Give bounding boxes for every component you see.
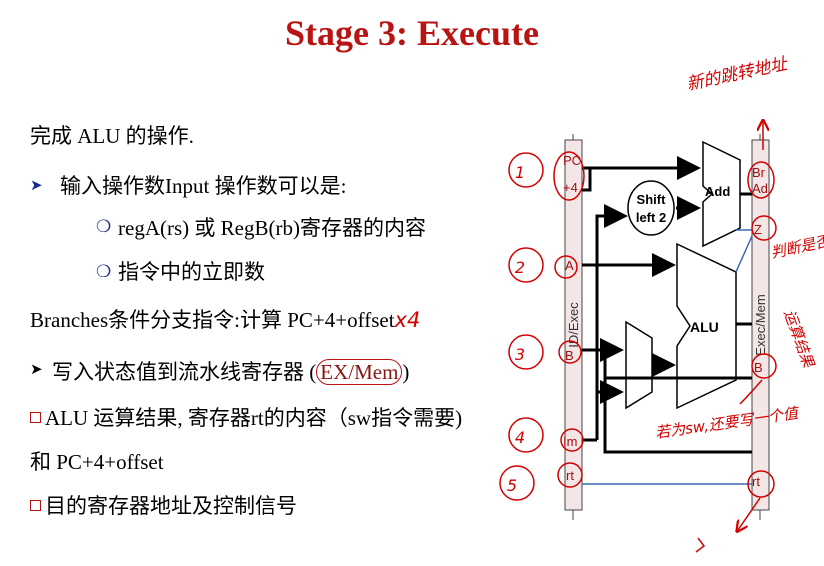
- text-line-1: 完成 ALU 的操作.: [30, 124, 194, 148]
- port-b-out: B: [754, 360, 763, 375]
- alu-result-text: ALU 运算结果, 寄存器rt的内容（sw指令需要): [45, 406, 463, 430]
- anno-1: 1: [515, 163, 525, 182]
- dest-reg-text: 目的寄存器地址及控制信号: [45, 494, 297, 518]
- adder-label: Add: [705, 184, 730, 199]
- slide-title: Stage 3: Execute: [285, 13, 539, 53]
- branch-text: Branches条件分支指令:计算 PC+4+offset: [30, 308, 395, 332]
- port-imm: Im: [563, 434, 577, 449]
- port-addr: Ad: [752, 181, 768, 196]
- square-bullet-icon: [30, 500, 41, 511]
- port-pc: PC: [563, 153, 581, 168]
- triangle-bullet-icon: ➤: [30, 362, 43, 378]
- port-plus4: +4: [563, 180, 578, 195]
- square-bullet-icon: [30, 412, 41, 423]
- exec-mem-label: Exec/Mem: [753, 294, 768, 355]
- text-line-3: regA(rs) 或 RegB(rb)寄存器的内容: [118, 216, 426, 240]
- port-a: A: [565, 258, 574, 273]
- port-z: Z: [754, 222, 762, 237]
- ex-mem-circled: EX/Mem: [316, 359, 403, 385]
- anno-5: 5: [507, 476, 517, 495]
- text-line-4: 指令中的立即数: [118, 260, 265, 284]
- alu-label: ALU: [690, 319, 719, 335]
- text-line-5: Branches条件分支指令:计算 PC+4+offsetx4: [30, 304, 420, 334]
- anno-2: 2: [515, 258, 525, 277]
- id-exec-label: ID/Exec: [566, 302, 581, 348]
- anno-4: 4: [515, 428, 525, 447]
- anno-3: 3: [515, 345, 525, 364]
- zero-signal-wire: [735, 235, 753, 273]
- text-line-2: 输入操作数Input 操作数可以是:: [60, 174, 347, 198]
- write-status-text: 写入状态值到流水线寄存器 (: [52, 360, 317, 384]
- adder-unit: [702, 140, 741, 248]
- alu-src-mux: [625, 320, 653, 410]
- handwritten-annotations: [499, 122, 777, 553]
- port-rt-out: rt: [752, 474, 760, 489]
- text-line-6: 写入状态值到流水线寄存器 (EX/Mem): [52, 356, 409, 386]
- shift-label-2: left 2: [636, 210, 666, 225]
- anno-branch-taken: 判断是否跳: [769, 228, 824, 262]
- circle-bullet-icon: ❍: [96, 262, 112, 281]
- port-b: B: [565, 348, 574, 363]
- anno-new-jump-address: 新的跳转地址: [685, 54, 791, 95]
- text-line-7: ALU 运算结果, 寄存器rt的内容（sw指令需要): [30, 402, 462, 432]
- port-rt: rt: [566, 468, 574, 483]
- circle-bullet-icon: ❍: [96, 217, 112, 236]
- anno-sw-value: 若为sw,还要写一个值: [654, 404, 801, 442]
- port-br: Br: [752, 165, 766, 180]
- close-paren: ): [402, 360, 410, 384]
- handwritten-x4: x4: [394, 308, 421, 332]
- shift-left-unit: [627, 180, 675, 236]
- anno-alu-result: 运算结果: [780, 307, 818, 370]
- text-line-9: 目的寄存器地址及控制信号: [30, 490, 297, 520]
- triangle-bullet-icon: ➤: [30, 178, 43, 194]
- text-line-8: 和 PC+4+offset: [30, 450, 164, 474]
- shift-label-1: Shift: [637, 192, 667, 207]
